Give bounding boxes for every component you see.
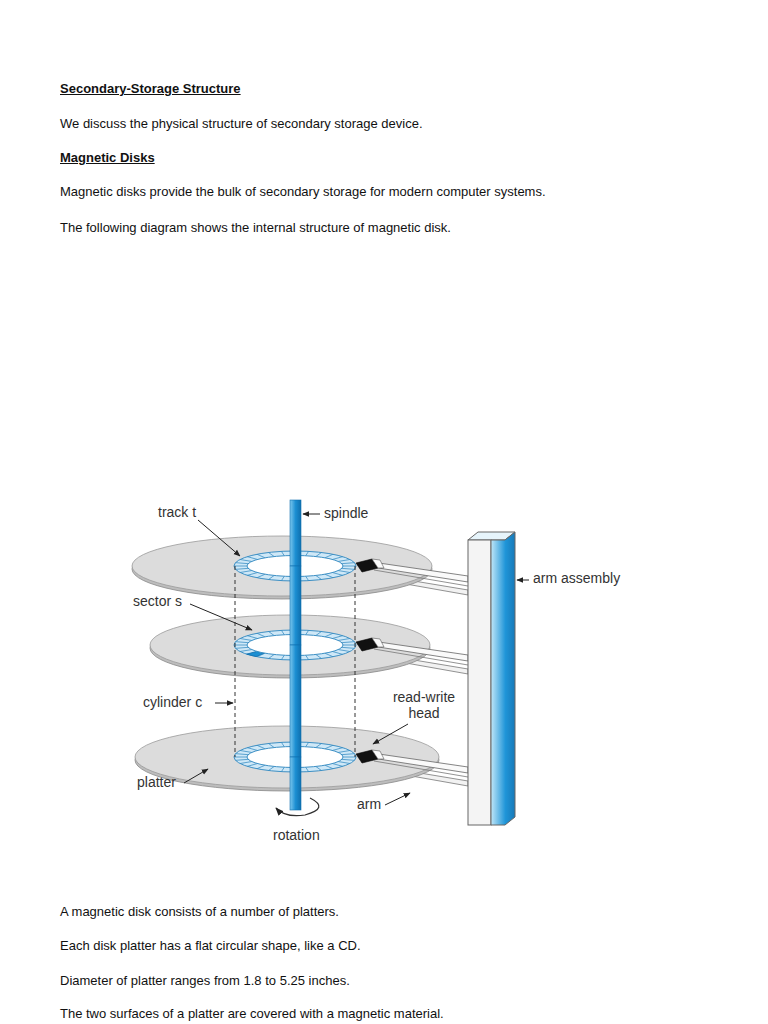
part-label: spindle [324,505,368,522]
part-label: platter [137,774,176,791]
cylinder-lines [235,566,355,757]
part-label: sector s [133,593,182,610]
platter [135,645,468,791]
body-text: Magnetic disks provide the bulk of secon… [60,184,546,200]
part-label: arm assembly [533,570,620,587]
body-text: We discuss the physical structure of sec… [60,116,423,132]
body-text: Diameter of platter ranges from 1.8 to 5… [60,973,350,989]
arm-assembly [468,532,515,825]
body-text: The two surfaces of a platter are covere… [60,1006,444,1022]
part-label: cylinder c [143,694,202,711]
section-heading: Magnetic Disks [60,150,155,166]
rotation-arrow [276,798,319,816]
spindle [290,757,301,810]
part-label: track t [158,504,196,521]
body-text: Each disk platter has a flat circular sh… [60,938,361,954]
body-text: The following diagram shows the internal… [60,220,451,236]
platter [150,566,468,678]
part-label: read-write head [379,689,469,721]
page-title: Secondary-Storage Structure [60,81,241,97]
part-label: rotation [273,827,320,844]
leader-lines [184,514,529,805]
part-label: arm [357,796,381,813]
body-text: A magnetic disk consists of a number of … [60,904,339,920]
